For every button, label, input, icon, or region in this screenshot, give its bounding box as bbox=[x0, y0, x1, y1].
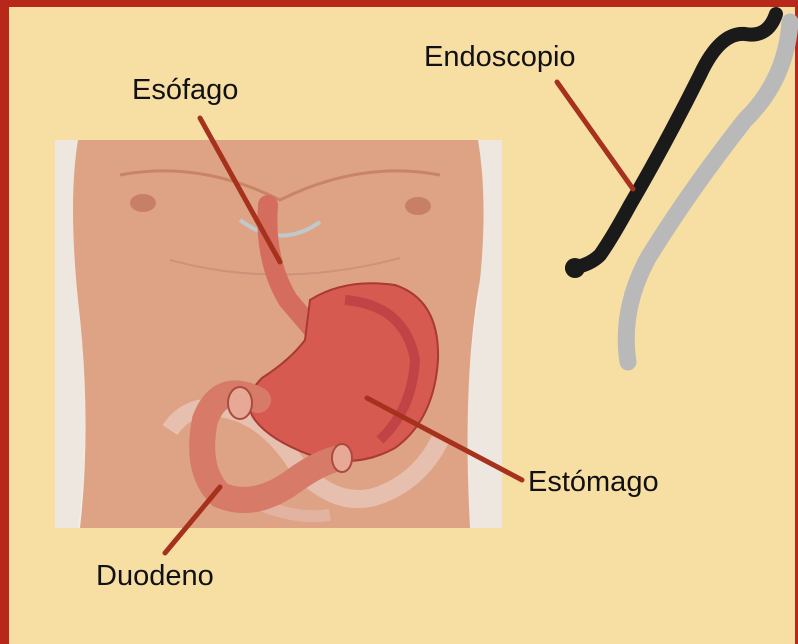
duodeno-label: Duodeno bbox=[96, 562, 214, 591]
endoscopio-label: Endoscopio bbox=[424, 43, 576, 72]
estomago-label: Estómago bbox=[528, 468, 659, 497]
endoscopio-leader-line bbox=[557, 82, 633, 189]
esofago-label: Esófago bbox=[132, 76, 238, 105]
endoscope-tip bbox=[565, 258, 585, 278]
